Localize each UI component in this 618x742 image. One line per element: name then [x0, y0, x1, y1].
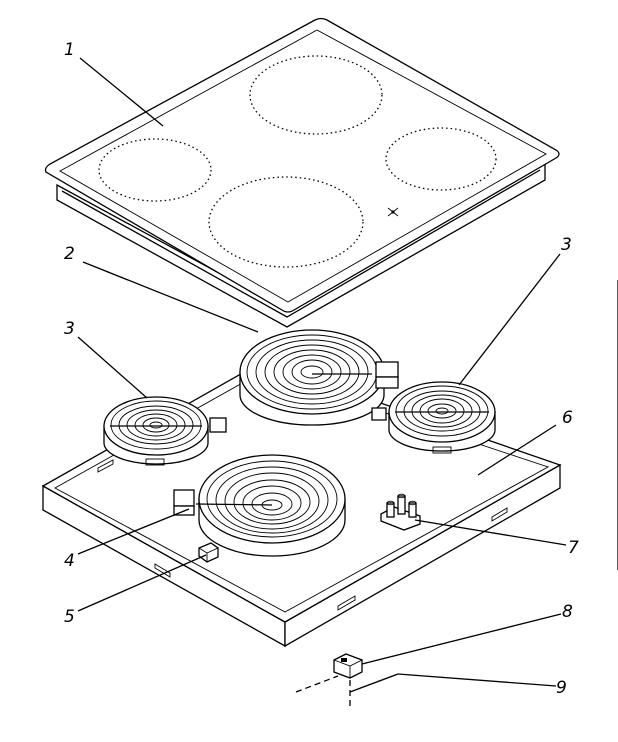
glass-top — [44, 17, 560, 328]
heating-element-left — [103, 396, 227, 466]
heating-element-large — [239, 329, 399, 426]
callout-7: 7 — [568, 538, 579, 558]
callout-3-right: 3 — [561, 235, 572, 255]
callout-labels: 1 2 3 3 4 5 6 7 8 9 — [64, 40, 579, 698]
wiring — [295, 675, 351, 710]
leader-lines — [77, 57, 567, 693]
callout-4: 4 — [64, 551, 75, 571]
callout-6: 6 — [562, 408, 573, 428]
callout-9: 9 — [556, 678, 567, 698]
clip — [198, 542, 219, 563]
heating-element-front — [173, 454, 346, 557]
indicator-lamp — [333, 653, 363, 679]
terminal-block — [380, 493, 421, 531]
callout-2: 2 — [64, 244, 75, 264]
callout-1: 1 — [64, 40, 75, 60]
callout-3-left: 3 — [64, 319, 75, 339]
heating-element-right — [371, 381, 496, 454]
callout-5: 5 — [64, 607, 75, 627]
callout-8: 8 — [562, 602, 573, 622]
